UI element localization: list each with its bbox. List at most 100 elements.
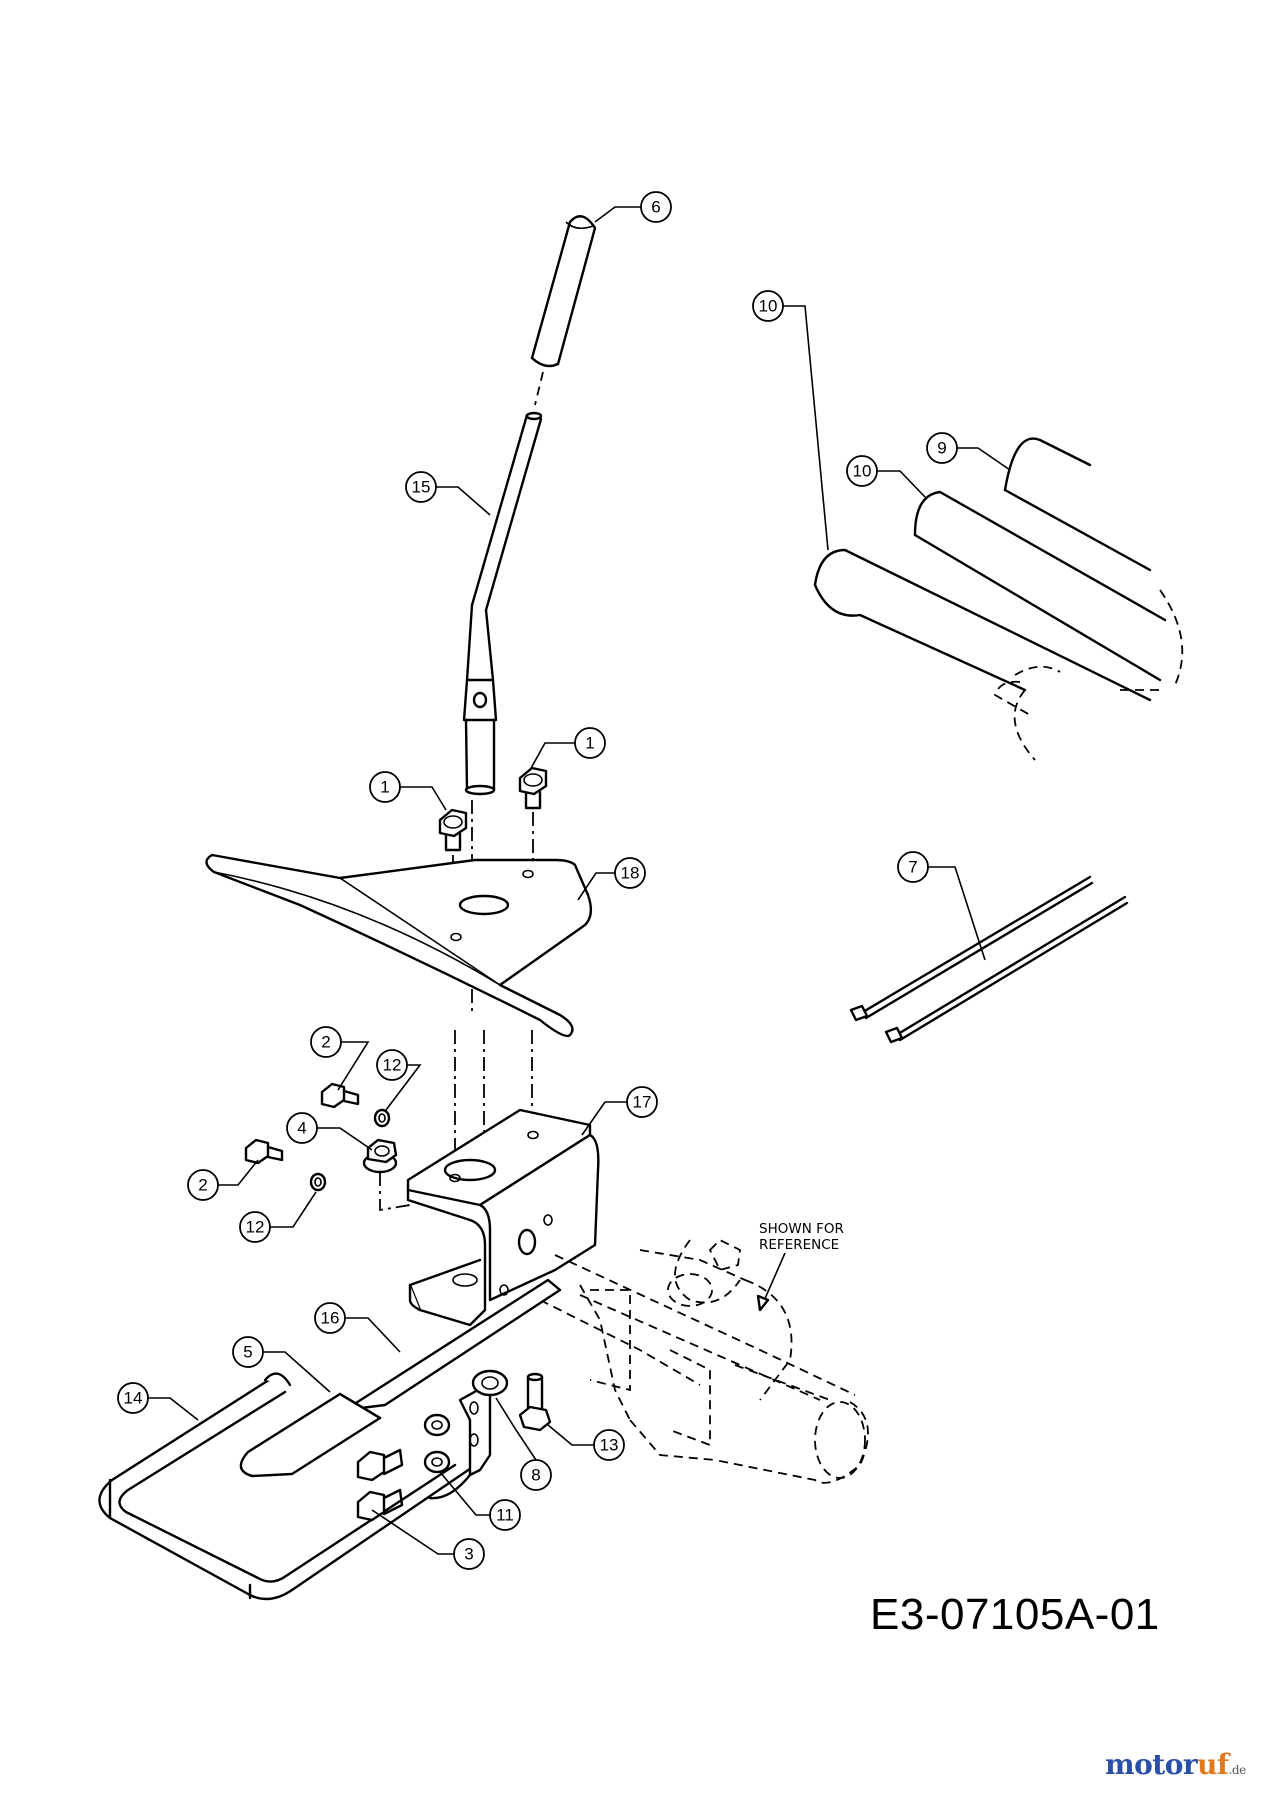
- callout-number: 7: [908, 858, 917, 877]
- callout-circle: [239, 1211, 271, 1243]
- callout-number: 16: [321, 1309, 340, 1328]
- callout-number: 3: [464, 1545, 473, 1564]
- callout-number: 4: [297, 1119, 306, 1138]
- callout-12b: 12: [239, 1191, 317, 1243]
- flange-bolt-right: [518, 766, 548, 810]
- callout-circle: [752, 290, 784, 322]
- callout-number: 17: [633, 1093, 652, 1112]
- callout-18: 18: [577, 857, 646, 901]
- callout-number: 10: [853, 462, 872, 481]
- callout-circle: [117, 1382, 149, 1414]
- flange-bolt-left: [438, 808, 468, 852]
- callout-4: 4: [286, 1112, 373, 1151]
- shift-lever-rod: [462, 411, 543, 796]
- reference-note-line-1: SHOWN FOR: [759, 1221, 844, 1237]
- callout-number: 1: [380, 778, 389, 797]
- watermark-tld: .de: [1228, 1763, 1247, 1777]
- callout-5: 5: [232, 1336, 331, 1393]
- callout-circle: [897, 851, 929, 883]
- grip-sleeve: [239, 1392, 382, 1478]
- callout-circle: [232, 1336, 264, 1368]
- callout-circle: [489, 1499, 521, 1531]
- callout-circle: [574, 727, 606, 759]
- mounting-bracket: [406, 1108, 600, 1327]
- callout-number: 15: [412, 478, 431, 497]
- callout-3: 3: [371, 1509, 485, 1570]
- callout-number: 1: [585, 734, 594, 753]
- cable-tie-2: [884, 895, 1129, 1044]
- flat-washer-lower: [423, 1450, 451, 1474]
- callout-circle: [405, 471, 437, 503]
- callout-1b: 1: [529, 727, 606, 771]
- bushing: [471, 1369, 509, 1397]
- callout-16: 16: [314, 1302, 401, 1353]
- callout-circle: [376, 1049, 408, 1081]
- callout-circle: [926, 432, 958, 464]
- callout-number: 11: [496, 1506, 514, 1525]
- callout-17: 17: [581, 1086, 658, 1136]
- callout-circle: [453, 1538, 485, 1570]
- callout-circle: [286, 1112, 318, 1144]
- grip-10-upper: [913, 490, 1184, 686]
- link-bracket: [428, 1388, 492, 1500]
- callout-circle: [614, 857, 646, 889]
- lock-washer-upper: [373, 1108, 391, 1128]
- callout-2b: 2: [187, 1159, 259, 1201]
- callout-14: 14: [117, 1382, 199, 1421]
- callout-circle: [187, 1169, 219, 1201]
- callout-7: 7: [897, 851, 986, 961]
- callout-circle: [369, 771, 401, 803]
- reference-note: SHOWN FOR REFERENCE: [756, 1221, 844, 1312]
- callout-circle: [310, 1026, 342, 1058]
- callout-number: 2: [198, 1176, 207, 1195]
- callout-circle: [593, 1429, 625, 1461]
- screw-lower: [244, 1138, 284, 1165]
- cable-tie-1: [849, 875, 1094, 1022]
- hex-bolt-upper: [356, 1448, 404, 1482]
- callout-12a: 12: [376, 1049, 422, 1111]
- transaxle-reference: [539, 1238, 869, 1484]
- callout-11: 11: [439, 1471, 521, 1531]
- callout-number: 6: [651, 198, 660, 217]
- handle-frame: [98, 1372, 482, 1601]
- callout-number: 8: [531, 1466, 540, 1485]
- callout-circle: [520, 1459, 552, 1491]
- watermark-main: motor: [1105, 1748, 1198, 1781]
- callout-number: 5: [243, 1343, 252, 1362]
- hex-flange-nut: [362, 1138, 398, 1174]
- callout-2a: 2: [310, 1026, 370, 1091]
- callout-8: 8: [495, 1397, 552, 1491]
- callout-1a: 1: [369, 771, 447, 811]
- callout-number: 14: [124, 1389, 143, 1408]
- shift-plate: [205, 853, 593, 1038]
- callout-number: 9: [937, 439, 946, 458]
- callout-circle: [846, 455, 878, 487]
- callout-number: 12: [383, 1056, 402, 1075]
- grip-9: [1003, 437, 1152, 572]
- callout-13: 13: [547, 1424, 625, 1461]
- shoulder-bolt: [518, 1372, 552, 1432]
- callout-number: 2: [321, 1033, 330, 1052]
- callout-number: 18: [621, 864, 640, 883]
- reference-note-line-2: REFERENCE: [759, 1237, 839, 1253]
- callout-circle: [640, 191, 672, 223]
- callout-10b: 10: [752, 290, 829, 551]
- callout-6: 6: [594, 191, 672, 223]
- shift-arm: [343, 1278, 562, 1412]
- callout-circle: [314, 1302, 346, 1334]
- motoruf-watermark: motoruf.de: [1105, 1748, 1246, 1781]
- callout-15: 15: [405, 471, 491, 516]
- callout-number: 12: [246, 1218, 265, 1237]
- callout-9: 9: [926, 432, 1011, 471]
- flat-washer-upper: [423, 1413, 451, 1437]
- grip-10-lower: [813, 548, 1160, 761]
- lock-washer-lower: [309, 1172, 327, 1192]
- callout-10a: 10: [846, 455, 926, 498]
- watermark-accent: uf: [1197, 1748, 1229, 1781]
- handle-grip: [530, 215, 597, 368]
- callout-circle: [626, 1086, 658, 1118]
- drawing-number: E3-07105A-01: [870, 1590, 1160, 1639]
- callout-number: 13: [600, 1436, 619, 1455]
- callout-number: 10: [759, 297, 778, 316]
